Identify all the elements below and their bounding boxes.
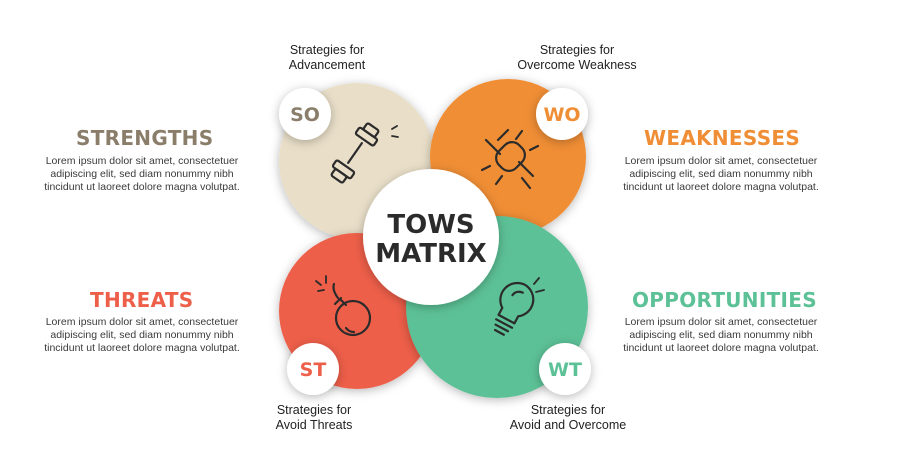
strengths-line1: Lorem ipsum dolor sit amet, consectetuer xyxy=(45,155,239,167)
wo-badge xyxy=(536,88,588,140)
so-caption: Strategies for Advancement xyxy=(232,43,422,73)
opportunities-line2: adipiscing elit, sed diam nonummy nibh xyxy=(629,329,813,341)
wt-caption-line2: Avoid and Overcome xyxy=(509,418,627,432)
opportunities-line3: tincidunt ut laoreet dolore magna volutp… xyxy=(623,342,819,354)
wt-badge xyxy=(539,343,591,395)
broken-chain-icon xyxy=(480,128,540,190)
lightbulb-spark xyxy=(533,277,545,293)
threats-line2: adipiscing elit, sed diam nonummy nibh xyxy=(50,329,234,341)
bomb-icon xyxy=(332,282,372,337)
threats-title: THREATS xyxy=(90,288,194,312)
center-circle xyxy=(363,169,499,305)
center-title-line1: TOWS xyxy=(387,210,474,240)
dumbbell-icon xyxy=(330,122,380,184)
so-caption-line2: Advancement xyxy=(288,58,366,72)
weaknesses-line3: tincidunt ut laoreet dolore magna volutp… xyxy=(623,181,819,193)
wo-code: WO xyxy=(543,104,580,126)
st-code: ST xyxy=(300,359,327,381)
so-badge xyxy=(279,88,331,140)
opportunities-line1: Lorem ipsum dolor sit amet, consectetuer xyxy=(624,316,818,328)
dumbbell-spark xyxy=(391,125,399,138)
strengths-text: Lorem ipsum dolor sit amet, consectetuer… xyxy=(42,155,242,194)
threats-line3: tincidunt ut laoreet dolore magna volutp… xyxy=(44,342,240,354)
opportunities-title: OPPORTUNITIES xyxy=(632,288,817,312)
so-code: SO xyxy=(290,104,320,126)
strengths-line3: tincidunt ut laoreet dolore magna volutp… xyxy=(44,181,240,193)
lightbulb-icon xyxy=(493,281,535,336)
wt-caption: Strategies for Avoid and Overcome xyxy=(473,403,663,433)
strengths-title: STRENGTHS xyxy=(76,126,214,150)
wt-code: WT xyxy=(548,359,582,381)
threats-text: Lorem ipsum dolor sit amet, consectetuer… xyxy=(42,316,242,355)
weaknesses-line2: adipiscing elit, sed diam nonummy nibh xyxy=(629,168,813,180)
st-caption-line1: Strategies for xyxy=(276,403,352,417)
weaknesses-title: WEAKNESSES xyxy=(644,126,801,150)
st-caption: Strategies for Avoid Threats xyxy=(219,403,409,433)
center-title-line2: MATRIX xyxy=(375,239,486,269)
weaknesses-text: Lorem ipsum dolor sit amet, consectetuer… xyxy=(621,155,821,194)
strengths-line2: adipiscing elit, sed diam nonummy nibh xyxy=(50,168,234,180)
opportunities-text: Lorem ipsum dolor sit amet, consectetuer… xyxy=(621,316,821,355)
wo-caption-line1: Strategies for xyxy=(539,43,615,57)
threats-line1: Lorem ipsum dolor sit amet, consectetuer xyxy=(45,316,239,328)
wt-caption-line1: Strategies for xyxy=(530,403,606,417)
st-caption-line2: Avoid Threats xyxy=(275,418,353,432)
st-badge xyxy=(287,343,339,395)
wo-caption: Strategies for Overcome Weakness xyxy=(482,43,672,73)
wo-caption-line2: Overcome Weakness xyxy=(517,58,637,72)
weaknesses-line1: Lorem ipsum dolor sit amet, consectetuer xyxy=(624,155,818,167)
bomb-spark xyxy=(315,275,327,292)
so-caption-line1: Strategies for xyxy=(289,43,365,57)
